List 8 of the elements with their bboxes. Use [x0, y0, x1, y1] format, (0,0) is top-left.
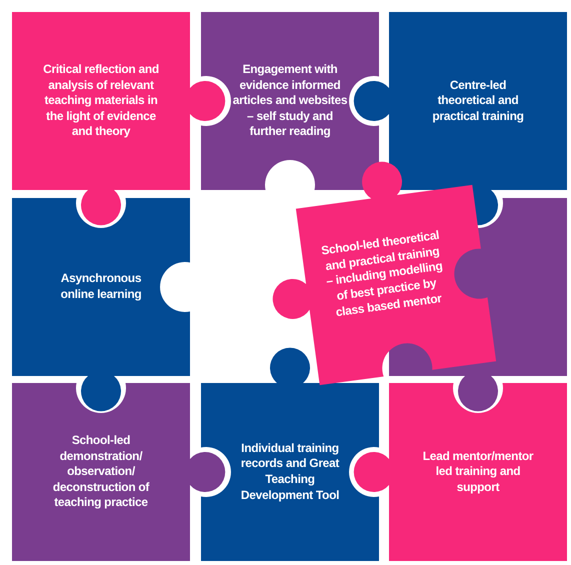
piece-text: Individual training records and Great Teaching Development Tool	[240, 440, 340, 504]
piece-text: School-led theoretical and practical training – including modelling of best practice by class based mentor	[319, 228, 444, 321]
piece-text: Centre-led theoretical and practical training	[431, 78, 525, 124]
piece-text: Critical reflection and analysis of relevant teaching materials in the light of evidence and theory	[43, 62, 159, 140]
piece-text: Lead mentor/mentor led training and support	[422, 448, 534, 496]
piece-text: Asynchronous online learning	[60, 271, 142, 303]
piece-text: School-led demonstration/ observation/ deconstruction of teaching practice	[52, 433, 150, 511]
piece-text: Engagement with evidence informed articles and websites – self study and further reading	[232, 62, 348, 140]
